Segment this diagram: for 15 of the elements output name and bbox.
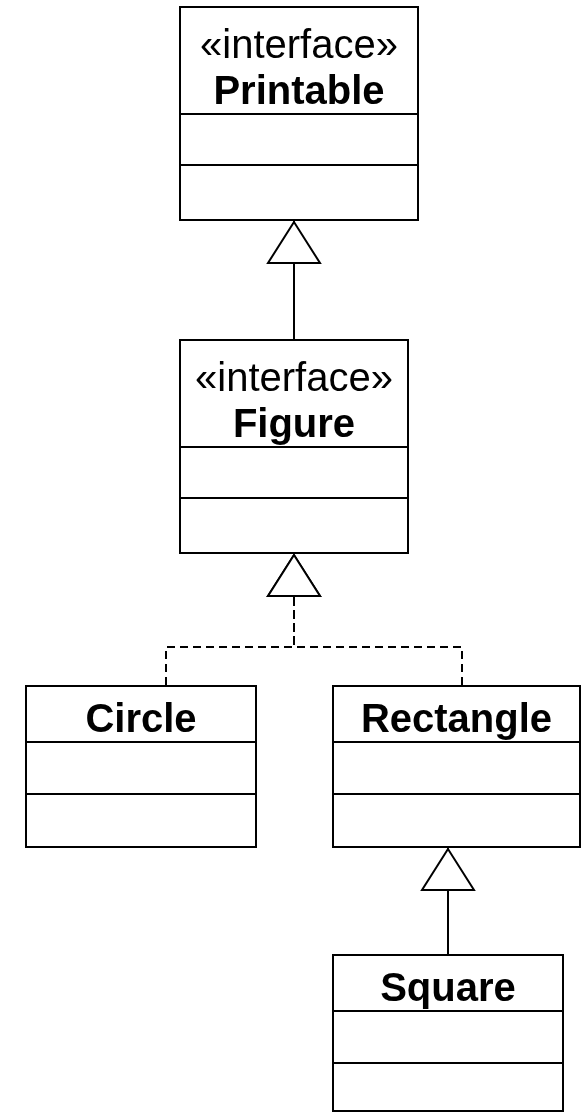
- stereotype-label: «interface»: [200, 21, 398, 67]
- class-box: [332, 685, 581, 848]
- generalization-arrow: [267, 220, 321, 340]
- class-name: Square: [380, 964, 516, 1010]
- class-box: [179, 6, 419, 221]
- class-name: Figure: [232, 400, 356, 446]
- class-name: Rectangle: [360, 695, 553, 741]
- class-box: [179, 339, 409, 554]
- class-box: [332, 954, 564, 1112]
- class-box: [25, 685, 257, 848]
- generalization-arrow: [421, 847, 475, 955]
- realization-arrow: [267, 553, 463, 686]
- stereotype-label: «interface»: [195, 354, 393, 400]
- class-name: Circle: [85, 695, 197, 741]
- class-name: Printable: [213, 67, 385, 113]
